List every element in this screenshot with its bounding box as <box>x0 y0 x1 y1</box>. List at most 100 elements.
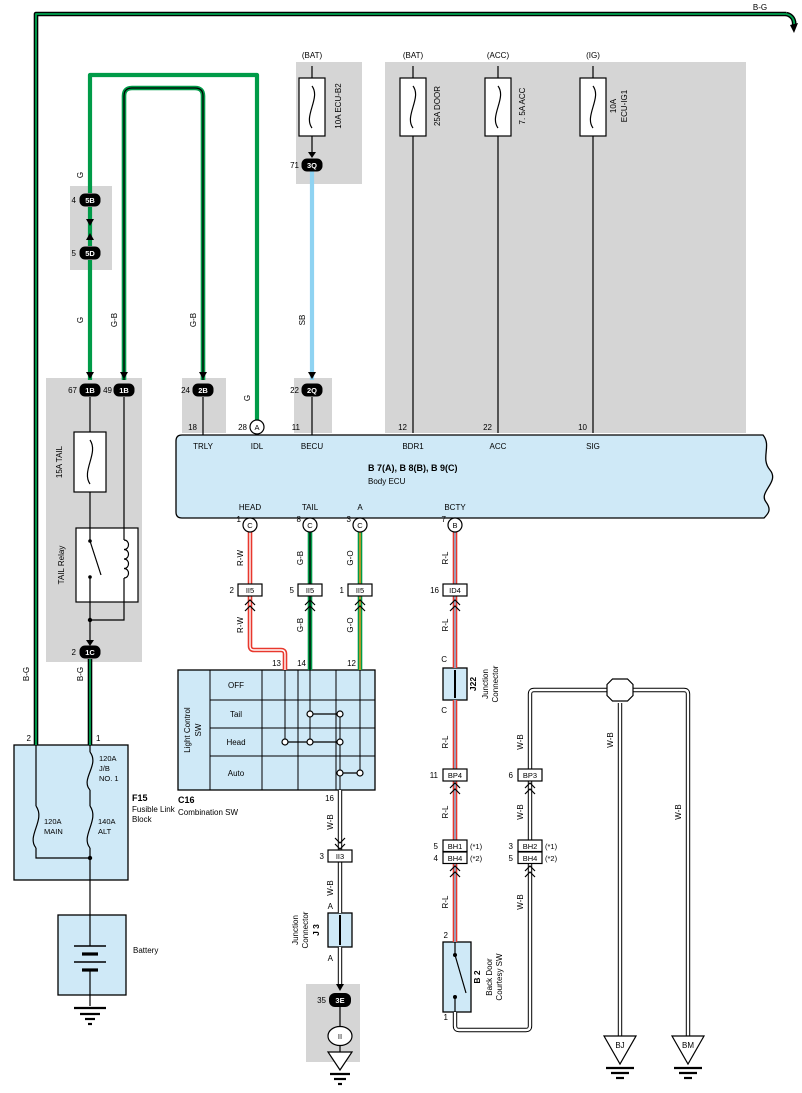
pin-bp4: 11 <box>430 771 439 780</box>
ecu-pin-7: 7 <box>442 515 447 524</box>
label-bat-2: (BAT) <box>403 51 424 60</box>
jb-connectors <box>79 158 351 1007</box>
c16-pin-12: 12 <box>347 659 356 668</box>
pin-circle-tail <box>302 517 318 533</box>
ecu-pin-trly: TRLY <box>193 442 214 451</box>
c16-row-tail: Tail <box>230 710 242 719</box>
label-ii5-tail: II5 <box>306 586 314 595</box>
pin-ii5-tail: 5 <box>290 586 295 595</box>
note-bh1: (*1) <box>470 842 483 851</box>
pin-bh2: 3 <box>509 842 514 851</box>
ecu-pin-a: A <box>357 503 363 512</box>
relay-coil <box>123 539 130 579</box>
ecu-pin-12: 12 <box>398 423 407 432</box>
label-fuse-door: 25A DOOR <box>433 86 442 126</box>
c16-row-head: Head <box>226 738 245 747</box>
fuse-120a-main <box>32 805 40 849</box>
ecu-subtitle: Body ECU <box>368 477 406 486</box>
ecu-pin-1: 1 <box>237 515 242 524</box>
pin-2q: 22 <box>290 386 299 395</box>
connector-5d <box>79 246 101 260</box>
note-bh4-left: (*2) <box>470 854 483 863</box>
ecu-pin-tail: TAIL <box>302 503 319 512</box>
ecu-pin-8: 8 <box>297 515 302 524</box>
j3-pin-top: A <box>328 902 334 911</box>
ecu-pin-11: 11 <box>292 423 301 432</box>
ecu-pin-18: 18 <box>188 423 197 432</box>
label-fuse-ecu-b2: 10A ECU-B2 <box>334 83 343 129</box>
ecu-pin-sig: SIG <box>586 442 600 451</box>
f15-main-1: 120A <box>44 817 62 826</box>
ground-bm <box>670 1035 706 1080</box>
label-ig-tag: (IG) <box>586 51 600 60</box>
connector-bp3 <box>517 768 543 782</box>
j22-name-2: Connector <box>491 665 500 702</box>
label-gb-4: G-B <box>296 618 305 632</box>
gray-panels <box>46 62 746 1062</box>
b2-pin-2: 2 <box>444 931 449 940</box>
pin-1b-67: 67 <box>68 386 77 395</box>
ecu-pin-28: 28 <box>238 423 247 432</box>
b2-pin-1: 1 <box>444 1013 449 1022</box>
label-acc-tag: (ACC) <box>487 51 510 60</box>
label-rw-1: R-W <box>236 550 245 566</box>
pin-1c: 2 <box>72 648 77 657</box>
note-bh4-right: (*2) <box>545 854 558 863</box>
tail-relay-box <box>75 527 139 603</box>
tail-relay <box>75 527 139 603</box>
ecu-pin-acc: ACC <box>490 442 507 451</box>
label-bh4-right: BH4 <box>523 854 538 863</box>
j22-name-1: Junction <box>481 669 490 699</box>
c16-pin-13: 13 <box>272 659 281 668</box>
label-bh4-left: BH4 <box>448 854 463 863</box>
ecu-conn-b: B <box>452 521 457 530</box>
label-wb-6: W-B <box>606 732 615 747</box>
label-tail-relay: TAIL Relay <box>57 546 66 585</box>
ecu-title: B 7(A), B 8(B), B 9(C) <box>368 463 458 473</box>
label-ii5-head: II5 <box>246 586 254 595</box>
label-g-3: G <box>243 395 252 401</box>
c16-row-auto: Auto <box>228 769 245 778</box>
pin-id4: 16 <box>430 586 439 595</box>
c16-pin-14: 14 <box>297 659 306 668</box>
label-bp4: BP4 <box>448 771 462 780</box>
ecu-conn-c2: C <box>307 521 313 530</box>
fusible-link-box <box>13 744 129 881</box>
label-fuse-acc: 7. 5A ACC <box>518 87 527 124</box>
ecu-conn-c1: C <box>247 521 253 530</box>
wire-wb-bm <box>633 687 691 1036</box>
wires <box>33 11 798 1036</box>
j22-pin-bottom: C <box>441 706 447 715</box>
connector-ii5-tail <box>297 583 323 597</box>
ecu-pin-idl: IDL <box>251 442 264 451</box>
pin-bh1: 5 <box>434 842 439 851</box>
j3-id: J 3 <box>311 924 321 936</box>
pin-5b: 4 <box>72 196 77 205</box>
label-wb-3: W-B <box>516 734 525 749</box>
c16-grid <box>209 670 375 790</box>
j22-pin-top: C <box>441 655 447 664</box>
ground-bj-label: BJ <box>615 1041 624 1050</box>
label-3q: 3Q <box>307 161 317 170</box>
label-bg-mid: B-G <box>76 667 85 681</box>
label-g-2: G <box>76 317 85 323</box>
label-wb-2: W-B <box>326 880 335 895</box>
wire-g-main <box>87 72 260 420</box>
connector-ii5-head <box>237 583 263 597</box>
labels: B-G (BAT) (BAT) (ACC) (IG) 10A ECU-B2 25… <box>22 3 767 1050</box>
f15-pin-2: 2 <box>27 734 32 743</box>
pin-circle-auto <box>352 517 368 533</box>
ecu-pin-head: HEAD <box>239 503 261 512</box>
j3-pin-bottom: A <box>328 954 334 963</box>
label-gb-3: G-B <box>296 551 305 565</box>
ground-ii-label: II <box>338 1032 342 1041</box>
pin-ii5-head: 2 <box>230 586 235 595</box>
label-bp3: BP3 <box>523 771 537 780</box>
f15-name-1: Fusible Link <box>132 805 176 814</box>
b2-switch-box <box>442 941 472 1013</box>
j3-name-1: Junction <box>291 915 300 945</box>
label-3e: 3E <box>335 996 344 1005</box>
label-wb-7: W-B <box>674 804 683 819</box>
label-gb-1: G-B <box>110 313 119 327</box>
